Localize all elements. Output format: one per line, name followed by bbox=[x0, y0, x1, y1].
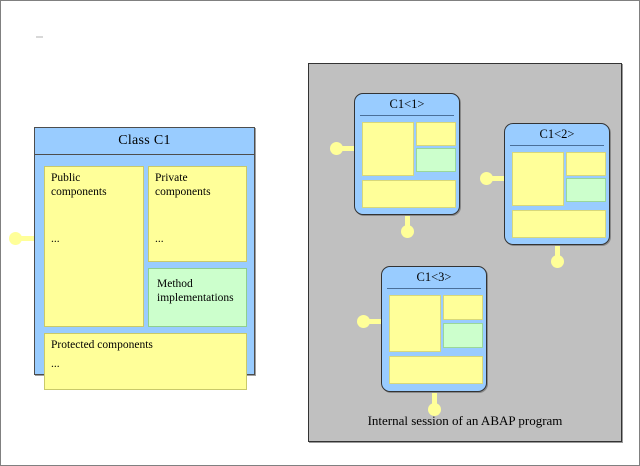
instance2-bottom-connector-stem bbox=[555, 242, 560, 262]
instance1-bottom-connector-knob-icon bbox=[401, 225, 414, 238]
instance3-title-rule bbox=[387, 288, 481, 289]
private-components-label: Private components bbox=[155, 172, 211, 198]
class-definition-box: Class C1 Public components ... Private c… bbox=[34, 127, 255, 390]
instance2-private-pane bbox=[566, 152, 606, 176]
instance3-bottom-connector-knob-icon bbox=[428, 403, 441, 416]
method-implementations-pane: Method implementations bbox=[148, 268, 247, 327]
instance-box-c1-3: C1<3> bbox=[381, 266, 487, 392]
instance3-method-pane bbox=[443, 323, 483, 348]
session-caption: Internal session of an ABAP program bbox=[367, 413, 563, 428]
public-components-pane: Public components ... bbox=[44, 166, 144, 327]
instance1-protected-pane bbox=[362, 180, 456, 208]
instance-box-c1-2-title: C1<2> bbox=[539, 127, 575, 141]
instance1-private-pane bbox=[416, 122, 456, 146]
instance-box-c1-1: C1<1> bbox=[354, 93, 460, 215]
class-box-title: Class C1 bbox=[35, 128, 254, 155]
method-implementations-label: Method implementations bbox=[157, 278, 234, 304]
instance3-private-pane bbox=[443, 295, 483, 320]
instance3-protected-pane bbox=[389, 356, 483, 384]
protected-components-dots: ... bbox=[51, 358, 60, 370]
instance2-title-rule bbox=[510, 145, 604, 146]
public-components-label: Public components bbox=[51, 172, 107, 198]
instance-box-c1-2: C1<2> bbox=[504, 123, 610, 245]
instance3-public-pane bbox=[389, 295, 441, 352]
instance2-left-connector-stem bbox=[490, 176, 511, 181]
instance3-left-connector-knob-icon bbox=[357, 315, 370, 328]
instance2-protected-pane bbox=[512, 210, 606, 238]
connector-stem bbox=[19, 236, 43, 241]
instance1-title-rule bbox=[360, 115, 454, 116]
instance1-bottom-connector-stem bbox=[405, 212, 410, 232]
instance1-public-pane bbox=[362, 122, 414, 176]
instance3-bottom-connector-stem bbox=[432, 390, 437, 410]
instance2-method-pane bbox=[566, 178, 606, 202]
instance-box-c1-1-title: C1<1> bbox=[389, 97, 425, 111]
instance2-left-connector-knob-icon bbox=[480, 172, 493, 185]
protected-components-pane: Protected components ... bbox=[44, 333, 247, 390]
instance1-method-pane bbox=[416, 148, 456, 172]
internal-session-panel: C1<1> C1<2> C1<3 bbox=[308, 63, 622, 442]
private-components-pane: Private components ... bbox=[148, 166, 247, 262]
public-components-dots: ... bbox=[51, 233, 60, 245]
protected-components-label: Protected components bbox=[51, 339, 153, 351]
connector-knob-icon bbox=[9, 232, 22, 245]
artifact-speck bbox=[36, 36, 43, 38]
instance2-bottom-connector-knob-icon bbox=[551, 255, 564, 268]
private-components-dots: ... bbox=[155, 233, 164, 245]
instance1-left-connector-stem bbox=[340, 146, 361, 151]
instance3-left-connector-stem bbox=[367, 319, 388, 324]
instance-box-c1-3-title: C1<3> bbox=[416, 270, 452, 284]
instance1-left-connector-knob-icon bbox=[330, 142, 343, 155]
instance2-public-pane bbox=[512, 152, 564, 206]
